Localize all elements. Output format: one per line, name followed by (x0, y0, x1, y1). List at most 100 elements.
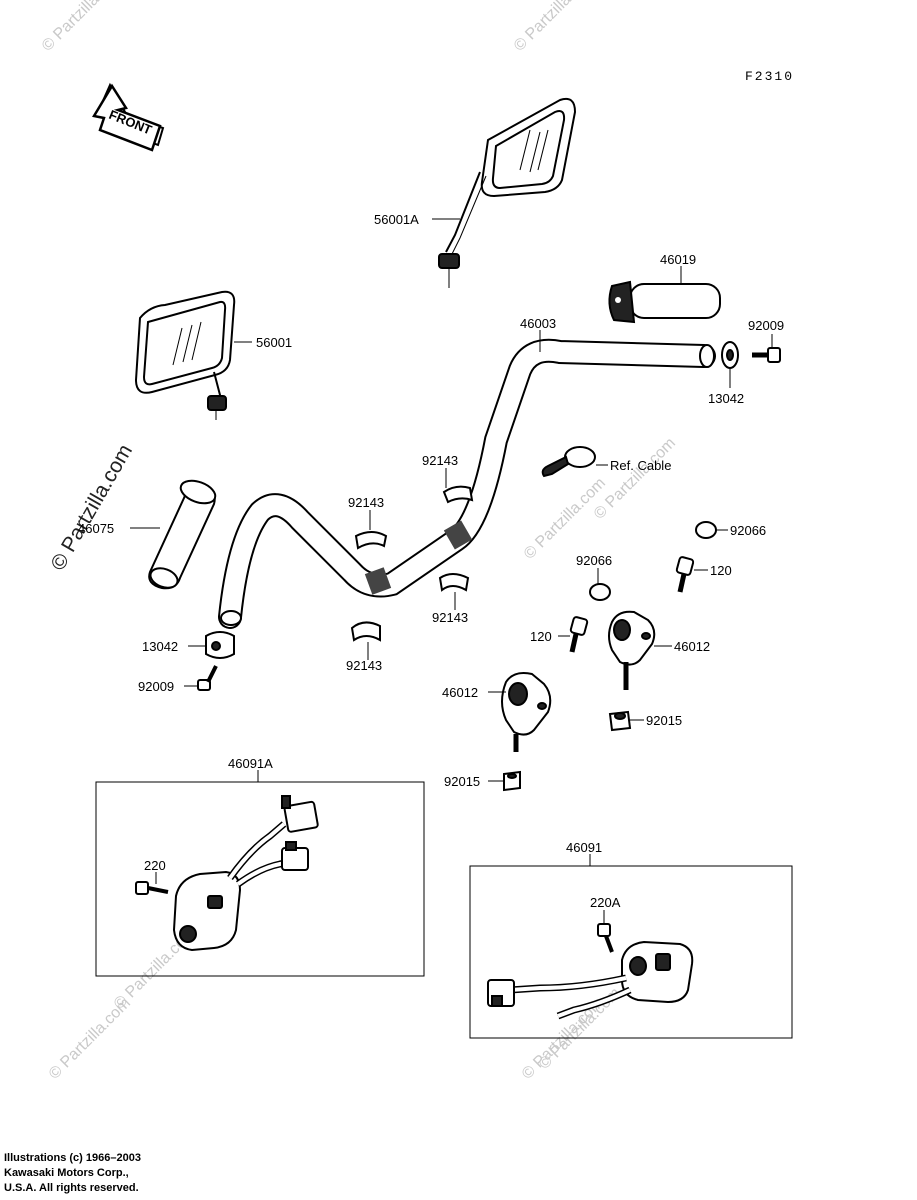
mirror-56001 (134, 290, 236, 420)
grip-46019 (608, 280, 721, 324)
switch-46091a (172, 795, 319, 952)
label-220: 220 (144, 858, 166, 873)
handlebar-end-right (699, 344, 715, 368)
label-92143-top-mid: 92143 (422, 453, 458, 468)
label-46012-left: 46012 (442, 685, 478, 700)
switch-46091a-connector-2-plug (285, 841, 297, 851)
mirror-56001-shine-3 (191, 321, 202, 361)
handlebar-knurl-right (443, 520, 473, 550)
watermark-top-mid: © Partzilla.com (511, 0, 599, 55)
sleeve-92143-top-mid-shape (442, 485, 474, 504)
screw-220a-head (597, 923, 611, 937)
switch-46091-button (655, 953, 671, 971)
holder-46012-right-bore (613, 619, 631, 641)
cable-clamp (541, 446, 596, 478)
bolt-120-right-head (675, 556, 695, 576)
label-ref-cable: Ref. Cable (610, 458, 671, 473)
bolt-92009-left-head (197, 679, 211, 691)
mirror-56001a (438, 97, 577, 288)
front-arrow: FRONT (92, 82, 165, 152)
cap-92066-right-body (695, 521, 717, 539)
copyright-notice: Illustrations (c) 1966–2003 Kawasaki Mot… (4, 1151, 141, 1196)
sleeve-92143-top-mid (442, 485, 474, 504)
label-92009-right: 92009 (748, 318, 784, 333)
grip-46075-bottom (149, 567, 179, 589)
cable-clamp-arm (541, 455, 570, 478)
mirror-56001a-glass (491, 110, 566, 190)
label-92066-right: 92066 (730, 523, 766, 538)
nut-92015-right-hole (614, 712, 626, 720)
switch-46091-wire-1-inner (509, 976, 627, 992)
holder-46012-right (608, 610, 656, 690)
weight-13042-left (205, 631, 235, 659)
screw-220a (597, 923, 614, 953)
switch-46091a-connector-1 (283, 800, 319, 833)
switch-46091a-wire-1-inner (228, 822, 286, 880)
sleeve-92143-bottom-right (438, 573, 470, 592)
label-46019: 46019 (660, 252, 696, 267)
mirror-56001-shine-1 (172, 327, 183, 366)
label-220a: 220A (590, 895, 621, 910)
handlebar-knurl-left (364, 567, 392, 595)
nut-92015-left (503, 770, 521, 792)
label-46091: 46091 (566, 840, 602, 855)
screw-220-head (135, 881, 149, 895)
mirror-56001a-shine-2 (529, 131, 541, 173)
grip-46019-flange (608, 280, 636, 324)
switch-46091a-connector-1-plug (281, 795, 291, 809)
sleeve-92143-top-left-shape (354, 531, 388, 550)
mirror-56001a-shine-3 (537, 129, 549, 171)
mirror-56001-stem (213, 371, 222, 399)
front-arrow-outline (92, 83, 162, 152)
switch-46091a-wire-2-inner (236, 860, 293, 886)
bolt-92009-right-head (767, 347, 781, 363)
watermark-top-left: © Partzilla.com (39, 0, 127, 55)
bolt-120-mid (569, 616, 589, 653)
label-56001a: 56001A (374, 212, 419, 227)
mirror-56001a-stem-inner (451, 175, 487, 255)
grip-46075-top (179, 479, 217, 505)
grip-46019-hole (615, 297, 621, 303)
label-92143-bottom-right: 92143 (432, 610, 468, 625)
screw-220a-shank (604, 935, 614, 953)
label-46091a: 46091A (228, 756, 273, 771)
cable-clamp-ring (564, 446, 596, 468)
cap-92066-mid (589, 583, 611, 601)
bolt-120-mid-shank (569, 633, 579, 653)
box-46091a (95, 781, 425, 977)
mirror-56001-shine-2 (182, 324, 193, 363)
switch-46091 (487, 940, 694, 1020)
holder-46012-left (501, 672, 552, 752)
mirror-56001-base (207, 395, 227, 411)
label-92015-right: 92015 (646, 713, 682, 728)
switch-46091a-connector-2 (281, 847, 309, 871)
mirror-56001a-stem (445, 171, 481, 253)
copyright-line-3: U.S.A. All rights reserved. (4, 1182, 139, 1194)
label-46012-right: 46012 (674, 639, 710, 654)
bolt-92009-left-shank (206, 665, 218, 683)
copyright-line-1: Illustrations (c) 1966–2003 (4, 1152, 141, 1164)
holder-46012-left-hole (537, 702, 547, 710)
handlebar-46003 (218, 338, 716, 629)
box-46091 (469, 865, 793, 1039)
bolt-120-mid-head (569, 616, 589, 636)
sleeve-92143-bottom-right-shape (438, 573, 470, 592)
label-92009-left: 92009 (138, 679, 174, 694)
watermark-mid-center: © Partzilla.com (521, 475, 609, 563)
sleeve-92143-top-left (354, 531, 388, 550)
weight-13042-right-hole (726, 349, 734, 361)
cap-92066-mid-body (589, 583, 611, 601)
label-46075: 46075 (78, 521, 114, 536)
mirror-56001-glass (142, 300, 227, 386)
mirror-56001a-base (438, 253, 460, 269)
label-46003: 46003 (520, 316, 556, 331)
nut-92015-left-hole (507, 773, 517, 779)
cap-92066-right (695, 521, 717, 539)
holder-46012-right-hole (641, 632, 651, 640)
grip-46075 (148, 479, 217, 590)
switch-46091-wire-2-inner (557, 988, 631, 1018)
weight-13042-left-hole (211, 641, 221, 651)
label-92015-left: 92015 (444, 774, 480, 789)
grip-46019-body (629, 283, 721, 319)
label-13042-right: 13042 (708, 391, 744, 406)
